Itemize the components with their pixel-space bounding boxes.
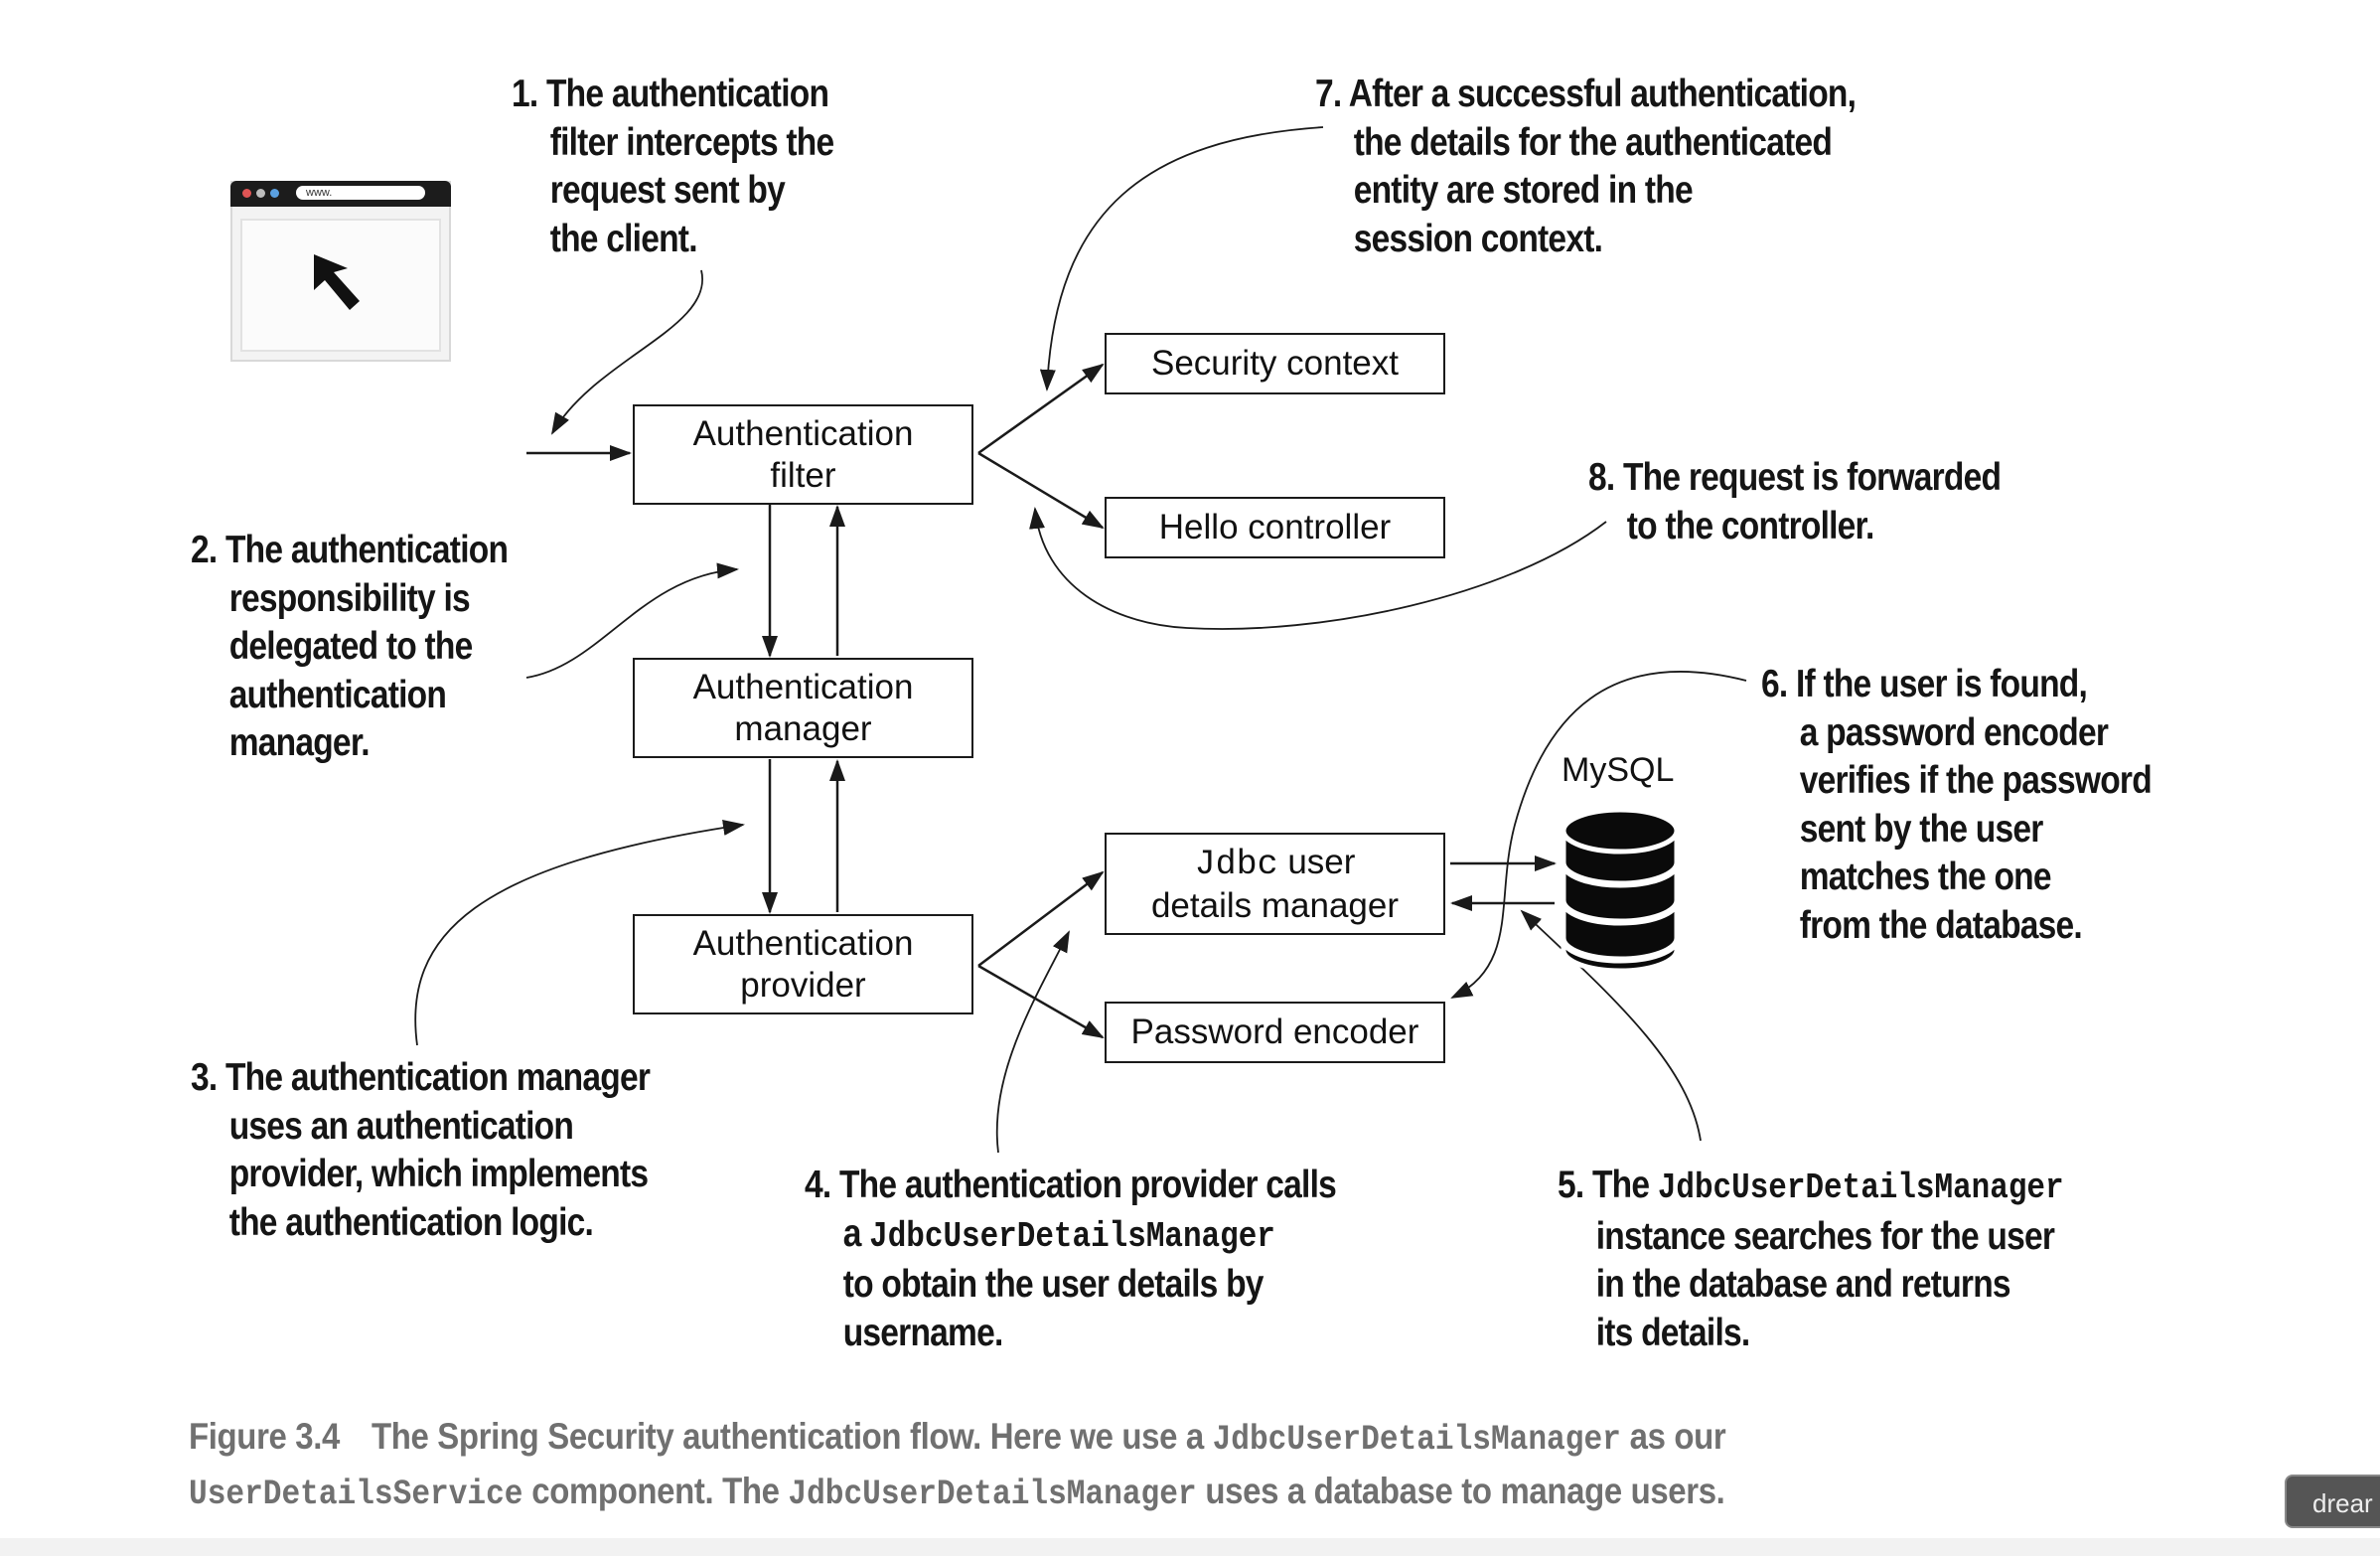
note-3-line2: uses an authentication — [228, 1104, 574, 1148]
note-8-line2: to the controller. — [1626, 504, 1875, 547]
authentication-manager-label-line1: Authentication — [692, 667, 914, 706]
hello-controller-box: Hello controller — [1105, 497, 1445, 558]
caption-text-4: uses a database to manage users. — [1196, 1471, 1725, 1511]
password-encoder-label: Password encoder — [1130, 1012, 1419, 1051]
note-7: 7. After a successful authentication, th… — [1315, 71, 1857, 263]
browser-url-bar: www. — [296, 186, 425, 200]
jdbc-user-details-manager-box: Jdbc user details manager — [1105, 833, 1445, 935]
note-5: 5. The JdbcUserDetailsManager instance s… — [1558, 1162, 2064, 1357]
note-4-line4: username. — [842, 1311, 1004, 1354]
figure-caption: Figure 3.4 The Spring Security authentica… — [189, 1411, 1726, 1520]
authentication-provider-label-line1: Authentication — [692, 923, 914, 963]
note-1: 1. The authentication filter intercepts … — [512, 71, 834, 263]
note-2-line2: responsibility is — [228, 576, 471, 620]
database-icon — [1561, 807, 1680, 974]
note-5-line1-prefix: 5. The — [1558, 1164, 1658, 1206]
caption-text-3: component. The — [522, 1471, 789, 1511]
note-2-line1: 2. The authentication — [191, 529, 509, 571]
note-4-line2-prefix: a — [842, 1211, 870, 1255]
bottom-strip — [0, 1538, 2380, 1556]
note-6-line3: verifies if the password — [1799, 759, 2153, 802]
note-8: 8. The request is forwarded to the contr… — [1588, 454, 2002, 550]
caption-code-2: UserDetailsService — [189, 1475, 523, 1514]
caption-text-2: as our — [1620, 1416, 1726, 1457]
note-5-line2: instance searches for the user — [1595, 1214, 2055, 1258]
hello-controller-label: Hello controller — [1158, 508, 1392, 546]
caption-code-1: JdbcUserDetailsManager — [1212, 1420, 1621, 1460]
note-2-line5: manager. — [228, 721, 371, 764]
browser-client-icon: www. — [230, 181, 451, 362]
figure-number: Figure 3.4 — [189, 1416, 340, 1457]
note-3-line1: 3. The authentication manager — [191, 1056, 651, 1099]
authentication-filter-label-line1: Authentication — [692, 413, 914, 453]
note-7-line3: entity are stored in the — [1353, 169, 1694, 212]
authentication-provider-label-line2: provider — [740, 965, 866, 1005]
caption-code-3: JdbcUserDetailsManager — [788, 1475, 1197, 1514]
note-5-line4: its details. — [1595, 1311, 1751, 1354]
password-encoder-box: Password encoder — [1105, 1002, 1445, 1063]
note-6-line1: 6. If the user is found, — [1761, 663, 2088, 705]
note-1-line1: 1. The authentication — [512, 73, 829, 115]
jdbc-code-label: Jdbc — [1194, 844, 1278, 884]
jdbc-box-label-line2: details manager — [1150, 885, 1400, 925]
note-2: 2. The authentication responsibility is … — [191, 527, 509, 768]
note-3-line3: provider, which implements — [228, 1153, 649, 1195]
corner-badge-button[interactable]: drear — [2285, 1475, 2380, 1528]
note-4-line3: to obtain the user details by — [842, 1263, 1264, 1306]
note-1-line3: request sent by — [549, 169, 786, 212]
note-7-line1: 7. After a successful authentication, — [1315, 73, 1857, 115]
note-2-line4: authentication — [228, 673, 447, 716]
authentication-manager-label-line2: manager — [734, 708, 872, 748]
note-7-line4: session context. — [1353, 217, 1603, 260]
note-4: 4. The authentication provider calls a J… — [805, 1162, 1337, 1357]
note-3: 3. The authentication manager uses an au… — [191, 1054, 651, 1247]
note-8-line1: 8. The request is forwarded — [1588, 456, 2002, 499]
note-5-line3: in the database and returns — [1595, 1263, 2011, 1306]
security-context-label: Security context — [1151, 344, 1399, 383]
note-1-line4: the client. — [549, 217, 698, 260]
note-6-line5: matches the one — [1799, 856, 2052, 898]
note-6-line6: from the database. — [1799, 903, 2083, 947]
note-3-line4: the authentication logic. — [228, 1200, 594, 1244]
note-4-line2-code: JdbcUserDetailsManager — [869, 1215, 1275, 1257]
note-6-line2: a password encoder — [1799, 710, 2109, 754]
note-5-line1-code: JdbcUserDetailsManager — [1657, 1167, 2064, 1208]
note-1-line2: filter intercepts the — [549, 120, 834, 164]
note-7-line2: the details for the authenticated — [1353, 120, 1833, 164]
note-6: 6. If the user is found, a password enco… — [1761, 661, 2153, 950]
authentication-filter-label-line2: filter — [770, 455, 836, 495]
mouse-cursor-icon — [314, 254, 360, 310]
security-context-box: Security context — [1105, 333, 1445, 394]
note-2-line3: delegated to the — [228, 625, 474, 668]
caption-text-1: The Spring Security authentication flow.… — [372, 1416, 1213, 1457]
mysql-label: MySQL — [1562, 751, 1675, 789]
note-6-line4: sent by the user — [1799, 807, 2044, 851]
note-4-line1: 4. The authentication provider calls — [805, 1164, 1337, 1206]
jdbc-box-label-rest: user — [1277, 842, 1356, 881]
